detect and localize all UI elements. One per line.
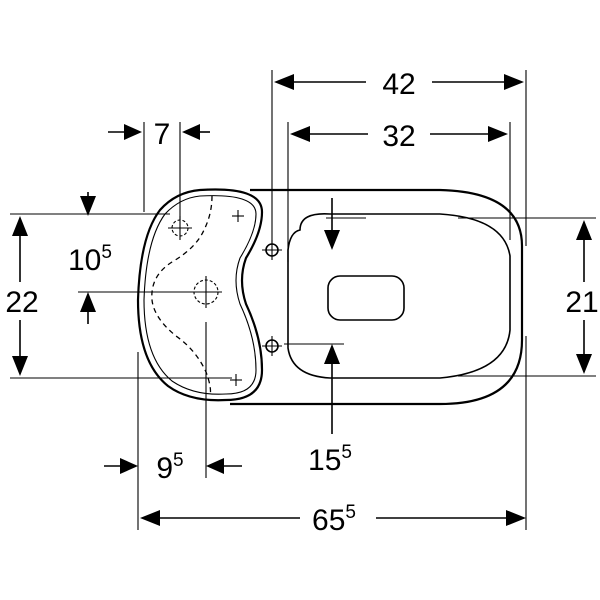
dim-sup-9: 5 [173, 450, 184, 471]
svg-text:21: 21 [565, 286, 598, 319]
bowl-opening [327, 275, 405, 321]
arrow-up [80, 292, 96, 312]
arrow-right [488, 126, 508, 142]
dim-label-65: 65 [312, 504, 345, 537]
arrow-left [206, 458, 224, 474]
dimension-height-seat: 21 [565, 220, 599, 374]
arrow-right [504, 74, 524, 90]
dimension-offset-vertical: 105 [68, 192, 112, 324]
arrow-down [576, 354, 592, 374]
arrow-right [124, 124, 142, 140]
svg-text:7: 7 [154, 118, 171, 151]
arrow-down [324, 230, 340, 250]
plus-symbol-top [232, 210, 244, 222]
dimension-width-inner: 32 [290, 120, 508, 153]
dimension-fixing-distance: 155 [308, 198, 352, 477]
waste-pipe-dashed [151, 195, 213, 397]
dim-label-21: 21 [565, 286, 598, 319]
plus-symbol-bottom [230, 374, 242, 386]
arrow-up [12, 216, 28, 236]
dimension-width-overall: 42 [274, 68, 524, 101]
fixing-hole-lower [262, 336, 282, 356]
extension-lines [10, 70, 596, 530]
arrow-left [290, 126, 310, 142]
dim-sup-10: 5 [101, 242, 112, 263]
arrow-down [80, 196, 96, 216]
svg-text:22: 22 [5, 286, 38, 319]
dim-sup-65: 5 [345, 502, 356, 523]
bowl-outline [230, 188, 524, 406]
fixing-symbols [168, 210, 282, 386]
dim-label-9: 9 [156, 452, 173, 485]
dim-label-22: 22 [5, 286, 38, 319]
svg-text:155: 155 [308, 442, 352, 477]
dim-label-10: 10 [68, 244, 101, 277]
cistern-outline [136, 188, 264, 402]
arrow-left [140, 510, 160, 526]
svg-text:32: 32 [382, 120, 415, 153]
dimension-offset-bottom: 95 [104, 450, 242, 485]
arrow-down [12, 356, 28, 376]
svg-text:42: 42 [382, 68, 415, 101]
arrow-left [182, 124, 200, 140]
product-outline [136, 188, 524, 406]
arrow-right [506, 510, 526, 526]
dimension-length-total: 655 [140, 502, 526, 537]
dim-label-42: 42 [382, 68, 415, 101]
dimension-offset-top: 7 [108, 118, 210, 151]
cistern-inner-outline [143, 195, 257, 395]
arrow-up [324, 344, 340, 364]
dim-label-32: 32 [382, 120, 415, 153]
arrow-right [120, 458, 138, 474]
seat-outline [287, 213, 511, 379]
svg-text:95: 95 [156, 450, 183, 485]
arrow-left [274, 74, 294, 90]
dim-label-7: 7 [154, 118, 171, 151]
svg-text:655: 655 [312, 502, 356, 537]
dim-sup-15: 5 [341, 442, 352, 463]
dimension-height-total: 22 [5, 216, 39, 376]
svg-text:105: 105 [68, 242, 112, 277]
dim-label-15: 15 [308, 444, 341, 477]
arrow-up [576, 220, 592, 240]
